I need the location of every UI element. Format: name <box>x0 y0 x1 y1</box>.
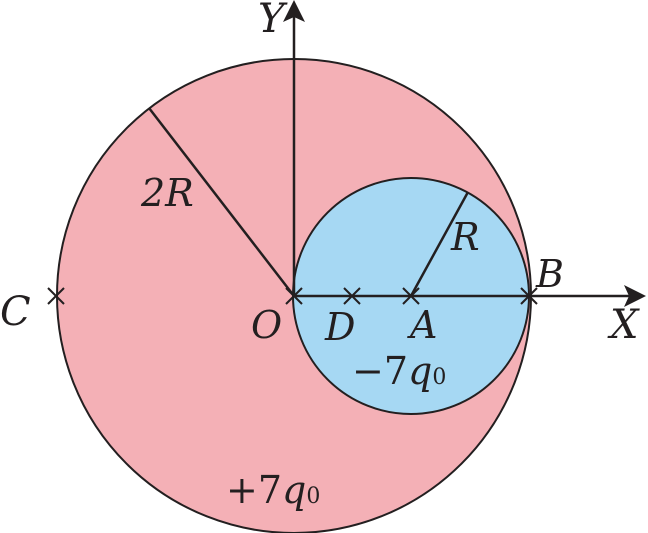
marker-a <box>402 287 420 305</box>
x-axis-label: X <box>607 302 640 348</box>
big-charge-value: +7 <box>226 468 282 512</box>
point-markers <box>47 287 538 305</box>
big-charge-label: +7q0 <box>226 468 320 512</box>
point-label-b: B <box>535 252 564 296</box>
big-radius-label: 2R <box>140 171 194 215</box>
small-charge-subscript: 0 <box>432 365 446 390</box>
small-charge-symbol: q <box>408 349 432 393</box>
big-charge-symbol: q <box>282 468 306 512</box>
marker-d <box>343 287 361 305</box>
point-label-origin: O <box>251 303 282 347</box>
big-radius-line <box>148 107 295 297</box>
marker-origin <box>285 287 303 305</box>
point-label-c: C <box>0 289 31 335</box>
big-charge-subscript: 0 <box>306 484 320 509</box>
small-radius-label: R <box>450 215 480 259</box>
small-charge-value: −7 <box>352 349 408 393</box>
x-axis-arrow <box>624 285 646 307</box>
y-axis-arrow <box>283 0 305 22</box>
y-axis-label: Y <box>258 0 288 42</box>
point-label-d: D <box>324 305 355 349</box>
point-label-a: A <box>407 303 437 347</box>
marker-b <box>520 287 538 305</box>
marker-c <box>47 287 65 305</box>
small-charge-label: −7q0 <box>352 349 446 393</box>
small-radius-line <box>409 191 470 297</box>
